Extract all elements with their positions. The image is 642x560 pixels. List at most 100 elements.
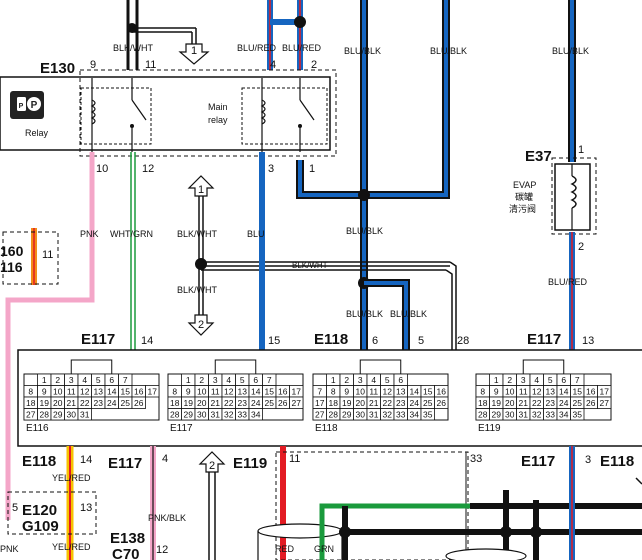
ecm-pin-number: 17 xyxy=(600,387,610,397)
yel-pin-13: 13 xyxy=(80,502,92,514)
ecm-pin-number: 20 xyxy=(197,398,207,408)
ecm-pin-number: 25 xyxy=(265,398,275,408)
connector-160-label: 160 xyxy=(0,243,24,259)
ecm-pin-number: 20 xyxy=(505,398,515,408)
ecm-pin-number: 2 xyxy=(507,375,512,385)
pin-2: 2 xyxy=(311,59,317,71)
ecm-pin-number: 9 xyxy=(494,387,499,397)
bottom-pin-12: 12 xyxy=(156,544,168,556)
ecm-pin-cell xyxy=(570,408,585,421)
ecm-pin-number: 25 xyxy=(423,398,433,408)
ecm-pin-number: 16 xyxy=(278,387,288,397)
wire-blk-bottom xyxy=(208,472,216,560)
ecm-pin-number: 14 xyxy=(410,387,420,397)
wire-wht-grn xyxy=(130,152,136,350)
main-relay-label-2: relay xyxy=(208,115,228,125)
ecm-pin-number: 17 xyxy=(315,398,325,408)
ecm-pin-number: 5 xyxy=(548,375,553,385)
ecm-pin-number: 15 xyxy=(573,387,583,397)
label-red: RED xyxy=(275,544,295,554)
ecm-pin-number: 6 xyxy=(398,375,403,385)
e117-pin-15: 15 xyxy=(268,335,280,347)
ecm-pin-cell xyxy=(434,396,449,409)
connector-e37-label: E37 xyxy=(525,148,552,165)
ecm-pin-number: 2 xyxy=(55,375,60,385)
label-yel-red-1: YEL/RED xyxy=(52,473,91,483)
connector-c70: C70 xyxy=(112,546,140,560)
ecm-pin-number: 22 xyxy=(383,398,393,408)
ecm-pin-number: 21 xyxy=(369,398,379,408)
label-wht-grn: WHT/GRN xyxy=(110,229,153,239)
ecm-pin-number: 12 xyxy=(383,387,393,397)
ecm-pin-number: 32 xyxy=(383,410,393,420)
ecm-pin-number: 29 xyxy=(492,410,502,420)
ecm-pin-number: 14 xyxy=(107,387,117,397)
ecm-block-label: E117 xyxy=(170,423,193,434)
ecm-pin-number: 30 xyxy=(356,410,366,420)
ecm-pin-number: 35 xyxy=(573,410,583,420)
connector-e118-b: E118 xyxy=(22,453,56,470)
pin-4: 4 xyxy=(270,59,276,71)
ecm-pin-cell xyxy=(248,408,263,421)
reference-arrow-2-up-label: 2 xyxy=(209,460,215,472)
ecm-pin-number: 6 xyxy=(253,375,258,385)
reference-arrow-1 xyxy=(178,43,210,65)
ecm-pin-number: 33 xyxy=(546,410,556,420)
label-blu-red-2: BLU/RED xyxy=(282,43,322,53)
ecm-pin-number: 1 xyxy=(494,375,499,385)
ecm-pin-number: 26 xyxy=(586,398,596,408)
ecm-pin-number: 13 xyxy=(546,387,556,397)
pin-12: 12 xyxy=(142,163,154,175)
connector-e117-c: E117 xyxy=(108,455,142,472)
ecm-pin-number: 8 xyxy=(480,387,485,397)
pnk-pin-4: 4 xyxy=(162,453,168,465)
ecm-pin-number: 4 xyxy=(371,375,376,385)
ecm-pin-number: 24 xyxy=(410,398,420,408)
ecm-pin-cell xyxy=(597,396,612,409)
e118-pin-6: 6 xyxy=(372,335,378,347)
ecm-pin-number: 31 xyxy=(80,410,90,420)
label-blk-wht-top: BLK/WHT xyxy=(113,43,154,53)
ecm-pin-number: 1 xyxy=(331,375,336,385)
ecm-pin-number: 3 xyxy=(521,375,526,385)
relay-2-symbol xyxy=(241,78,328,152)
pin-1: 1 xyxy=(309,163,315,175)
ecm-pin-number: 22 xyxy=(80,398,90,408)
blu-pin-3: 3 xyxy=(585,454,591,466)
ecm-pin-number: 13 xyxy=(396,387,406,397)
ecm-pin-number: 10 xyxy=(197,387,207,397)
ecm-pin-number: 32 xyxy=(224,410,234,420)
ecm-pin-number: 28 xyxy=(478,410,488,420)
ecm-pin-number: 16 xyxy=(134,387,144,397)
wire-blk-wht-mid xyxy=(195,196,457,350)
relay-1-symbol xyxy=(80,78,152,152)
ecm-pin-number: 29 xyxy=(184,410,194,420)
ecm-pin-number: 3 xyxy=(69,375,74,385)
label-blu-blk-top-2: BLU/BLK xyxy=(430,46,467,56)
ecm-pin-number: 27 xyxy=(26,410,36,420)
ecm-pin-number: 21 xyxy=(67,398,77,408)
ecm-pin-number: 16 xyxy=(586,387,596,397)
ecm-pin-number: 25 xyxy=(573,398,583,408)
ecm-pin-number: 18 xyxy=(329,398,339,408)
evap-pin-2: 2 xyxy=(578,241,584,253)
ecm-pin-number: 19 xyxy=(184,398,194,408)
ecm-pin-cell xyxy=(131,396,146,409)
ecm-pin-number: 10 xyxy=(53,387,63,397)
ecm-pin-number: 4 xyxy=(534,375,539,385)
connector-e118-c: E118 xyxy=(600,453,634,470)
ecm-pin-number: 1 xyxy=(186,375,191,385)
ecm-pin-number: 18 xyxy=(478,398,488,408)
red-pin-11: 11 xyxy=(289,453,300,465)
wire-blu-red-main xyxy=(267,0,306,70)
reference-arrow-1-label: 1 xyxy=(191,45,197,57)
ecm-pin-number: 19 xyxy=(40,398,50,408)
ecm-pin-number: 29 xyxy=(53,410,63,420)
connector-g109: G109 xyxy=(22,518,59,535)
ecm-pin-number: 25 xyxy=(121,398,131,408)
ecm-pin-number: 33 xyxy=(396,410,406,420)
